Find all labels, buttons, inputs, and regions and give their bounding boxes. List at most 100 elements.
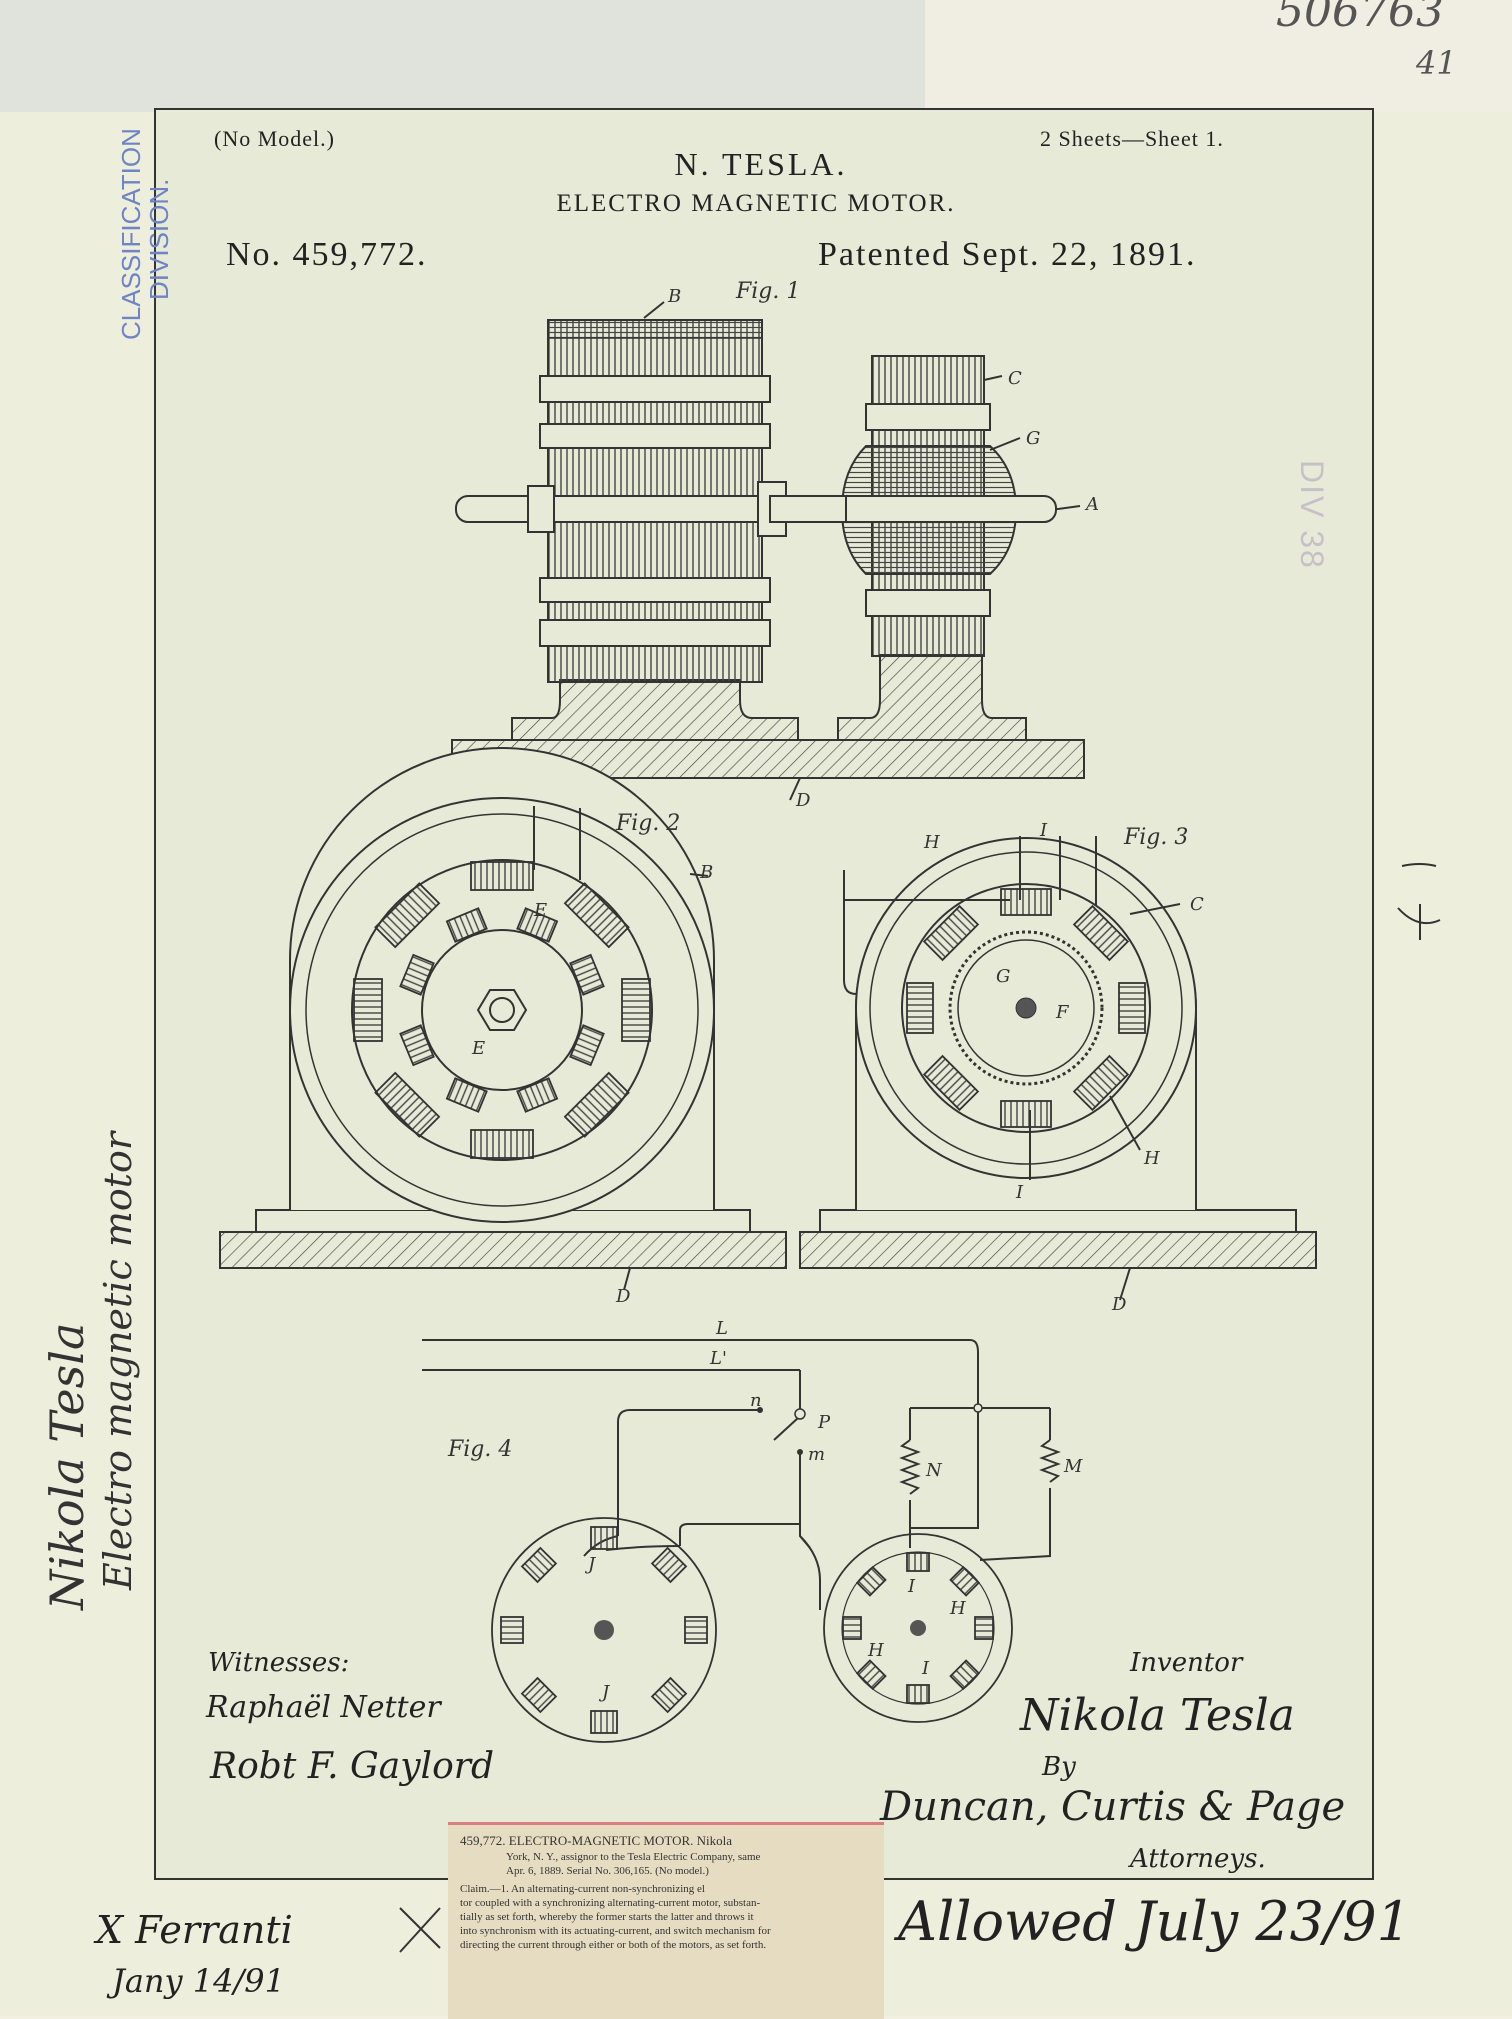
patent-number: No. 459,772. bbox=[226, 236, 428, 273]
fig4-right-coil bbox=[949, 1565, 981, 1597]
fig4-right-coil bbox=[974, 1616, 994, 1640]
mounting-strip bbox=[0, 0, 925, 112]
fig4-right-coil bbox=[855, 1659, 887, 1691]
figure-2: Fig. 2 B E E D bbox=[219, 747, 787, 1307]
label-c-fig3: C bbox=[1190, 894, 1204, 915]
fig4-left-coil bbox=[500, 1616, 524, 1644]
gazette-clipping: 459,772. ELECTRO-MAGNETIC MOTOR. Nikola … bbox=[448, 1822, 884, 2019]
label-a-fig1: A bbox=[1084, 494, 1099, 515]
fig2-inner-coil bbox=[445, 907, 488, 943]
corner-41: 41 bbox=[1416, 44, 1457, 82]
by-label: By bbox=[1042, 1752, 1076, 1782]
fig1-motor-b-foot bbox=[511, 679, 799, 741]
label-p: P bbox=[817, 1412, 831, 1433]
fig1-label: Fig. 1 bbox=[735, 279, 800, 304]
fig4-left-coil bbox=[520, 1676, 558, 1714]
label-l: L bbox=[715, 1318, 728, 1339]
margin-note-faint: DIV 38 bbox=[1294, 460, 1330, 570]
witness-2-signature: Robt F. Gaylord bbox=[210, 1746, 494, 1787]
fig2-field-coil bbox=[353, 978, 383, 1042]
label-l-prime: L' bbox=[709, 1348, 727, 1369]
inventor-label: Inventor bbox=[1130, 1648, 1243, 1678]
clip-line-5: tially as set forth, whereby the former … bbox=[460, 1911, 754, 1923]
fig4-motor-left-ring bbox=[491, 1517, 717, 1743]
fig3-field-coil bbox=[922, 904, 980, 962]
patent-title: ELECTRO MAGNETIC MOTOR. bbox=[556, 190, 956, 217]
label-i2-fig3: I bbox=[1015, 1182, 1024, 1203]
mounting-strip-right bbox=[925, 0, 1512, 112]
fig2-inner-coil bbox=[399, 1024, 435, 1067]
label-b-fig1: B bbox=[667, 286, 681, 307]
clip-line-6: into synchronism with its actuating-curr… bbox=[460, 1925, 771, 1937]
fig2-field-coil bbox=[563, 882, 630, 949]
fig2-field-coil bbox=[621, 978, 651, 1042]
allowed-note: Allowed July 23/91 bbox=[898, 1890, 1411, 1953]
sheet-count: 2 Sheets—Sheet 1. bbox=[1040, 126, 1224, 151]
label-n-coil: N bbox=[925, 1460, 943, 1481]
margin-note-date: Jany 14/91 bbox=[112, 1962, 285, 2000]
fig2-inner-coil bbox=[516, 1077, 559, 1113]
fig4-right-coil bbox=[949, 1659, 981, 1691]
label-h2-fig3: H bbox=[1143, 1148, 1160, 1169]
label-e2-fig2: E bbox=[471, 1038, 485, 1059]
fig3-field-coil bbox=[1072, 1054, 1130, 1112]
attorneys-signature: Duncan, Curtis & Page bbox=[880, 1784, 1346, 1830]
label-i-top: I bbox=[907, 1576, 916, 1597]
margin-note-ferranti: X Ferranti bbox=[96, 1908, 293, 1952]
clip-line-4: tor coupled with a synchronizing alterna… bbox=[460, 1897, 761, 1909]
fig3-field-coil bbox=[1000, 888, 1052, 916]
label-n-small: n bbox=[750, 1390, 762, 1411]
figure-1: Fig. 1 B C G A D bbox=[451, 279, 1099, 811]
label-i-fig3: I bbox=[1039, 820, 1048, 841]
label-h-bottom: H bbox=[867, 1640, 884, 1661]
label-b-fig2: B bbox=[699, 862, 713, 883]
fig3-field-coil bbox=[1072, 904, 1130, 962]
figure-4: Fig. 4 L L' n P m N M J J I H H I bbox=[422, 1318, 1083, 1743]
label-j-bottom: J bbox=[598, 1682, 611, 1703]
fig4-left-coil bbox=[650, 1676, 688, 1714]
fig2-label: Fig. 2 bbox=[615, 811, 680, 836]
label-d-fig2: D bbox=[615, 1286, 631, 1307]
blue-x-mark bbox=[399, 1907, 441, 1953]
fig4-left-coil bbox=[650, 1546, 688, 1584]
fig2-field-coil bbox=[374, 1071, 441, 1138]
fig4-right-coil bbox=[842, 1616, 862, 1640]
fig3-label: Fig. 3 bbox=[1123, 825, 1188, 850]
clip-heading: 459,772. ELECTRO-MAGNETIC MOTOR. Nikola bbox=[460, 1833, 733, 1848]
fig2-field-coil bbox=[470, 1129, 534, 1159]
fig3-rotor-g bbox=[948, 930, 1104, 1086]
fig3-coils bbox=[906, 888, 1146, 1128]
fig4-left-coil bbox=[590, 1526, 618, 1550]
label-h-top: H bbox=[949, 1598, 966, 1619]
fig2-field-coil bbox=[374, 882, 441, 949]
fig3-field-coil bbox=[1000, 1100, 1052, 1128]
fig2-inner-coil bbox=[399, 953, 435, 996]
attorneys-label: Attorneys. bbox=[1130, 1844, 1266, 1874]
fig4-motor-right-ring bbox=[823, 1533, 1013, 1723]
fig4-left-coil bbox=[684, 1616, 708, 1644]
clip-line-1: York, N. Y., assignor to the Tesla Elect… bbox=[506, 1851, 761, 1863]
pencil-mark-blue bbox=[1401, 863, 1437, 867]
fig2-base bbox=[219, 1231, 787, 1269]
fig4-right-coil bbox=[855, 1565, 887, 1597]
clip-line-3: Claim.—1. An alternating-current non-syn… bbox=[460, 1883, 705, 1895]
fig2-coils bbox=[353, 861, 651, 1159]
witnesses-label: Witnesses: bbox=[208, 1648, 350, 1678]
label-m-coil: M bbox=[1063, 1456, 1083, 1477]
fig2-inner-coil bbox=[516, 907, 559, 943]
coil-m bbox=[1039, 1439, 1061, 1483]
label-e-fig2: E bbox=[533, 900, 547, 921]
corner-number: 506763 bbox=[1276, 0, 1444, 37]
label-f-fig3: F bbox=[1055, 1002, 1070, 1023]
fig2-hex-nut bbox=[476, 989, 528, 1031]
fig2-inner-coil bbox=[445, 1077, 488, 1113]
label-m-small: m bbox=[808, 1444, 825, 1465]
label-c-fig1: C bbox=[1008, 368, 1022, 389]
fig3-field-coil bbox=[922, 1054, 980, 1112]
label-d-fig3: D bbox=[1111, 1294, 1127, 1315]
label-g-fig1: G bbox=[1026, 428, 1040, 449]
no-model-note: (No Model.) bbox=[214, 126, 335, 151]
clip-line-2: Apr. 6, 1889. Serial No. 306,165. (No mo… bbox=[506, 1865, 709, 1877]
figure-3: Fig. 3 H I C G F H I D bbox=[799, 820, 1317, 1315]
label-g-fig3: G bbox=[996, 966, 1010, 987]
